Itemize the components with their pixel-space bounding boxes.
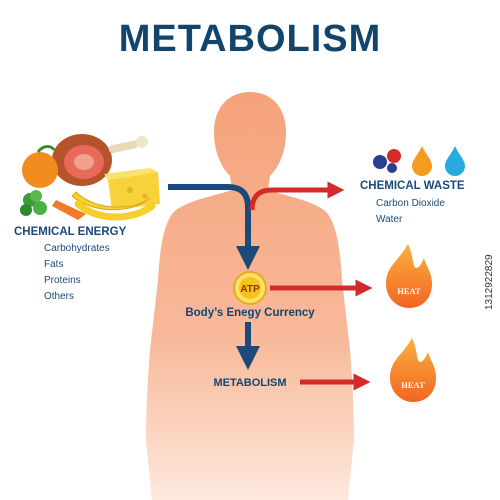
chemical-waste-heading: CHEMICAL WASTE xyxy=(360,180,465,192)
energy-item: Proteins xyxy=(44,275,81,286)
waste-item: Water xyxy=(376,214,403,225)
energy-item: Carbohydrates xyxy=(44,243,110,254)
atp-label: ATP xyxy=(240,284,260,295)
stock-image-id: 1312922829 xyxy=(484,254,495,310)
page-title: METABOLISM xyxy=(118,18,382,60)
heat-label: HEAT xyxy=(397,286,421,296)
waste-icons xyxy=(373,146,465,176)
atp-badge xyxy=(233,271,267,305)
energy-flow-arrows xyxy=(168,184,260,370)
energy-item: Others xyxy=(44,291,75,302)
waste-item: Carbon Dioxide xyxy=(376,198,445,209)
chemical-energy-heading: CHEMICAL ENERGY xyxy=(14,226,127,238)
heat-label: HEAT xyxy=(401,380,425,390)
flame-icon xyxy=(386,244,432,308)
flame-icon xyxy=(390,338,436,402)
output-arrows xyxy=(249,181,373,391)
food-illustration xyxy=(20,134,160,221)
metabolism-label: METABOLISM xyxy=(213,377,287,389)
atp-caption: Body’s Enegy Currency xyxy=(185,307,315,319)
energy-item: Fats xyxy=(44,259,64,270)
